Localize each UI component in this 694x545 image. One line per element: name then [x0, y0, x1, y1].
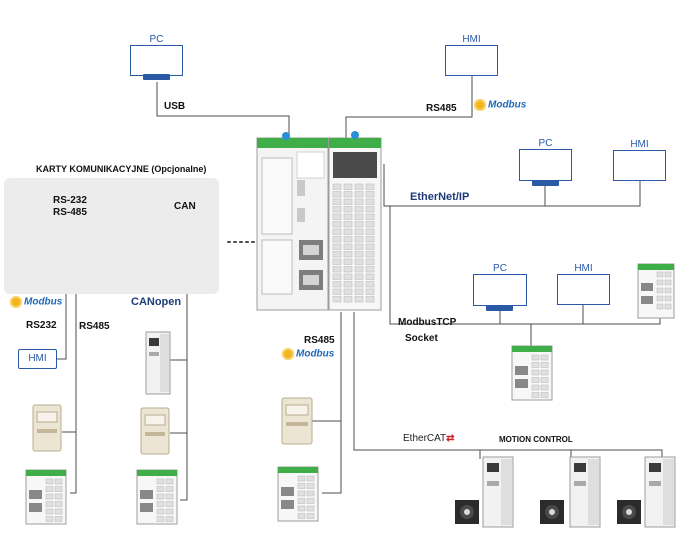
- comm-cards-area: [4, 178, 219, 294]
- drive-inverter-icon: [281, 397, 313, 445]
- wire-rs232: [57, 278, 67, 360]
- hmi-tcp-label: HMI: [574, 263, 593, 274]
- pc-top-stand: [143, 74, 170, 80]
- modbus-gear-icon: [10, 296, 22, 308]
- pc-tcp: PC: [473, 263, 527, 306]
- canopen-logo: CANopen: [131, 296, 182, 308]
- label-rs485-top: RS485: [426, 103, 457, 114]
- wire-ethercat: [353, 312, 663, 461]
- servo-drive-icon: [482, 456, 514, 528]
- label-rs232-card: RS-232: [53, 195, 87, 206]
- label-socket: Socket: [405, 333, 438, 344]
- pc-tcp-stand: [486, 305, 513, 311]
- io-module-icon: [637, 263, 675, 319]
- hmi-tcp: HMI: [557, 263, 610, 305]
- wire-usb: [156, 82, 290, 138]
- hmi-top-label: HMI: [462, 34, 481, 45]
- label-usb: USB: [164, 101, 186, 112]
- modbus-logo-2: Modbus: [10, 296, 62, 308]
- ethercat-logo: EtherCAT⇄: [403, 433, 455, 444]
- pc-top-label: PC: [149, 34, 164, 45]
- wire-modbustcp: [389, 206, 661, 325]
- modbus-logo-3: Modbus: [282, 348, 334, 360]
- label-motion-control: MOTION CONTROL: [499, 435, 573, 444]
- wire-ethernetip: [383, 164, 641, 207]
- hmi-top: HMI: [445, 34, 498, 76]
- io-module-icon: [511, 345, 553, 401]
- servo-drive-icon: [644, 456, 676, 528]
- hmi-card: HMI: [18, 349, 57, 369]
- pc-eip-stand: [532, 180, 559, 186]
- servo-motor-icon: [617, 500, 641, 524]
- modbus-logo-1: Modbus: [474, 99, 526, 111]
- servo-drive-icon: [569, 456, 601, 528]
- cards-header: KARTY KOMUNIKACYJNE (Opcjonalne): [36, 164, 207, 174]
- label-modbustcp: ModbusTCP: [398, 317, 457, 328]
- wire-rs485-top: [345, 76, 473, 138]
- pc-tcp-label: PC: [493, 263, 507, 274]
- label-ethernetip: EtherNet/IP: [410, 191, 470, 203]
- label-can: CAN: [174, 201, 196, 212]
- servo-motor-icon: [455, 500, 479, 524]
- drive-inverter-icon: [140, 407, 170, 455]
- label-rs485-mid: RS485: [304, 335, 335, 346]
- io-module-icon: [277, 466, 319, 522]
- hmi-eip-label: HMI: [630, 139, 649, 150]
- io-module-icon: [25, 469, 67, 525]
- servo-drive-icon: [145, 331, 171, 395]
- wire-can: [180, 278, 188, 501]
- servo-motor-icon: [540, 500, 564, 524]
- pc-eip: PC: [519, 138, 572, 181]
- label-rs485-card: RS-485: [53, 207, 87, 218]
- hmi-eip: HMI: [613, 139, 666, 181]
- label-rs485-card-line: RS485: [79, 321, 110, 332]
- ethercat-arrow-icon: ⇄: [446, 433, 455, 444]
- label-rs232: RS232: [26, 320, 57, 331]
- wire-rs485-card: [70, 278, 77, 494]
- pc-eip-label: PC: [538, 138, 553, 149]
- plc-controller-icon: [256, 132, 329, 311]
- modbus-gear-icon: [282, 348, 294, 360]
- modbus-gear-icon: [474, 99, 486, 111]
- wire-rs485-mid: [322, 312, 342, 494]
- io-module-icon: [136, 469, 178, 525]
- drive-inverter-icon: [32, 404, 62, 452]
- io-module-icon: [328, 131, 382, 311]
- pc-top: PC: [130, 34, 183, 76]
